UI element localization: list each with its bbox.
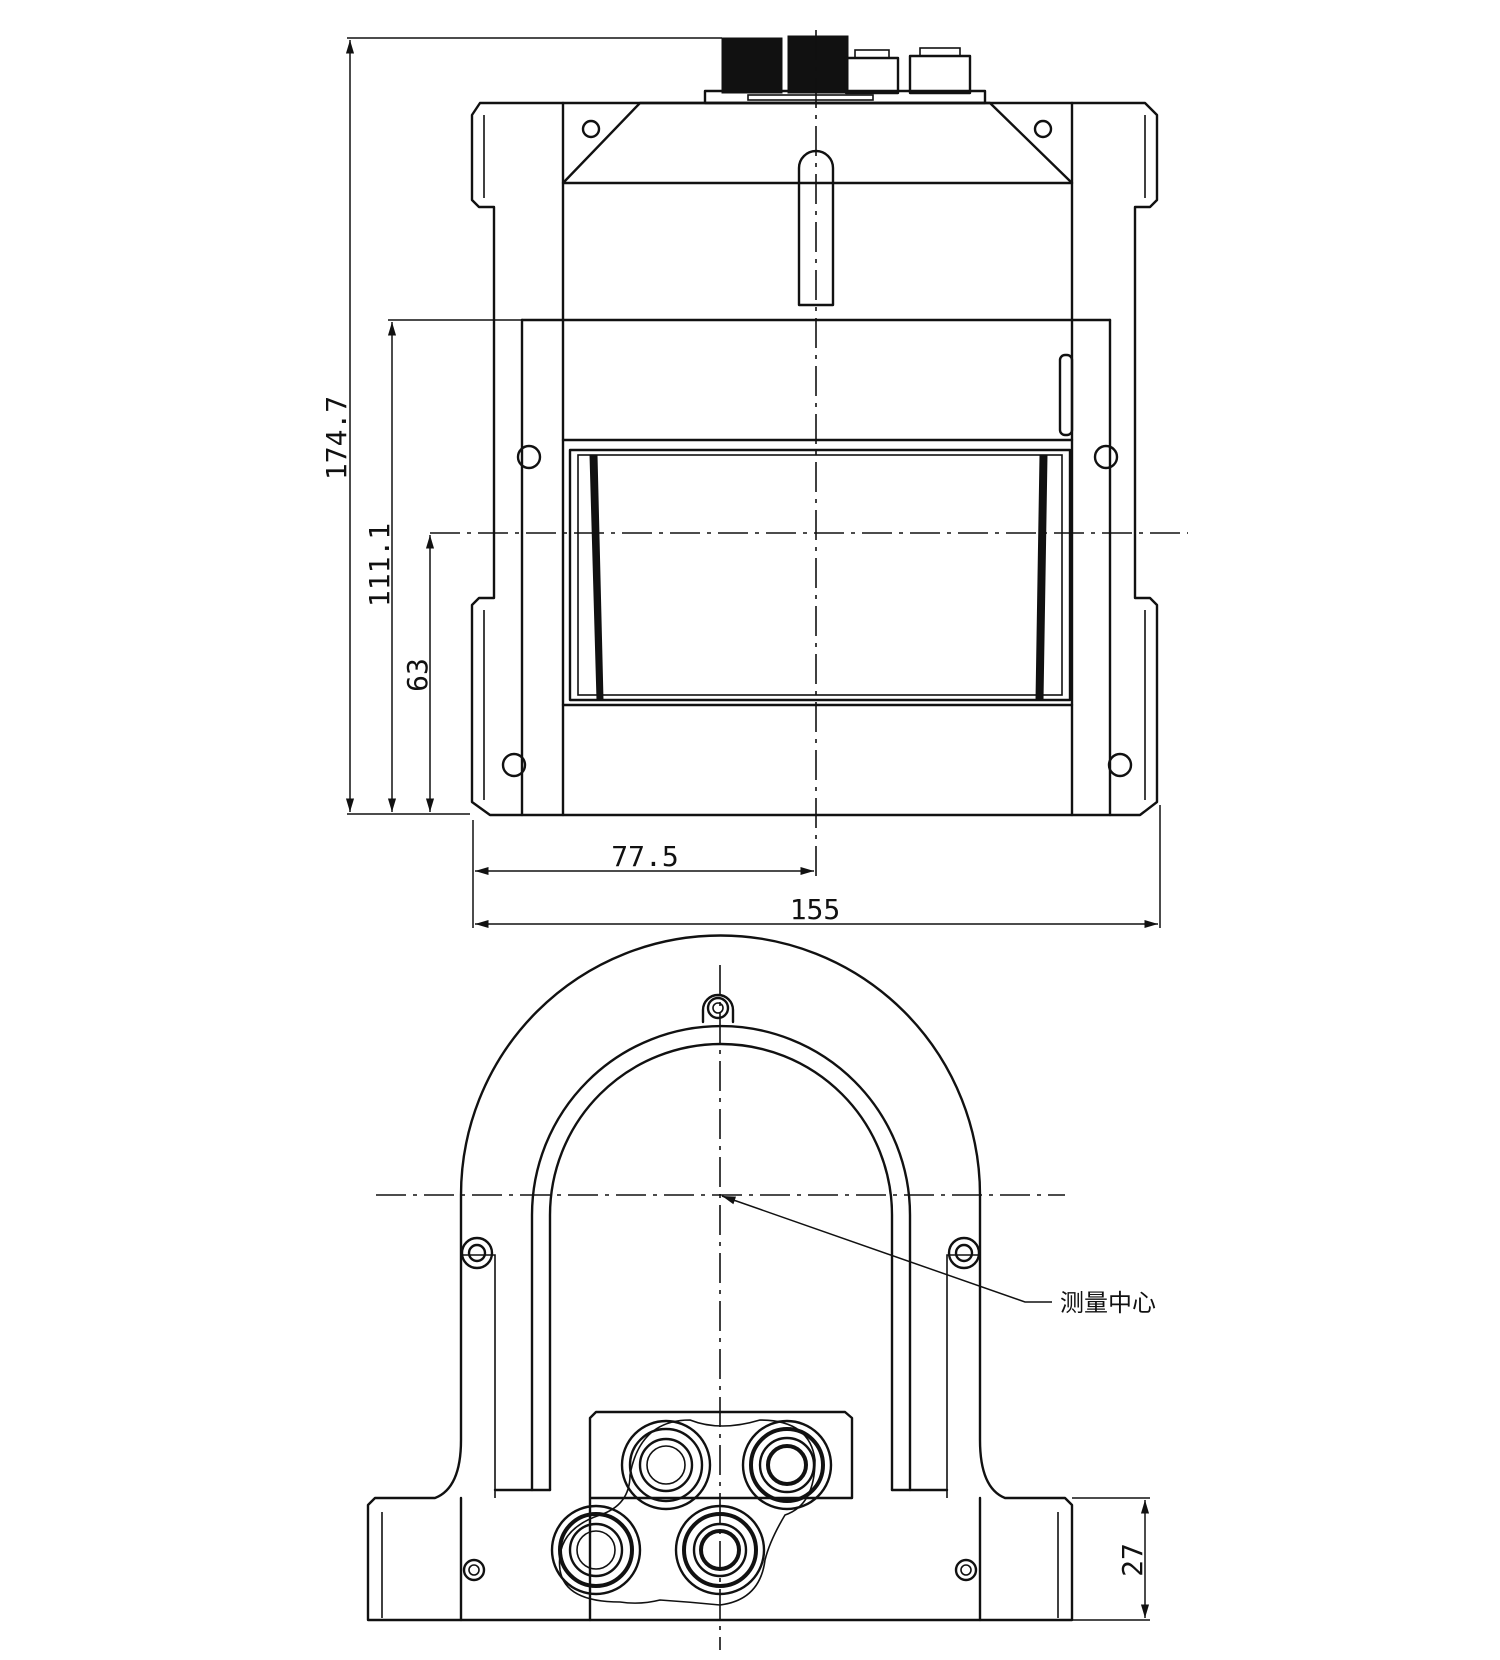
side-latch (1058, 353, 1074, 437)
upper-housing (561, 101, 1074, 185)
dim-text-overall-height: 174.7 (320, 396, 353, 480)
window-right-shade (1035, 454, 1048, 701)
dim-text-overall-width: 155 (790, 893, 841, 926)
vertical-slot (797, 149, 835, 307)
connector-4 (908, 54, 972, 95)
dim-text-base-height: 27 (1116, 1543, 1149, 1577)
measurement-center-label: 测量中心 (1060, 1289, 1156, 1317)
callout-leader (721, 1195, 1052, 1303)
mounting-hole (1033, 119, 1053, 139)
circular-connector (620, 1419, 712, 1511)
circular-connector (550, 1504, 642, 1596)
mounting-hole (501, 752, 527, 778)
dim-text-center-height: 63 (401, 658, 434, 692)
front-body-outline (470, 101, 1159, 817)
mounting-hole (516, 444, 542, 470)
connector-3-cap (854, 49, 890, 59)
left-boss-line (461, 1254, 496, 1498)
front-view (430, 30, 1188, 880)
connector-1 (721, 37, 783, 94)
scan-window-inner (577, 454, 1063, 696)
connector-base-slot (747, 94, 874, 101)
window-left-shade (589, 454, 604, 701)
right-boss-line (946, 1254, 980, 1498)
dim-text-half-width: 77.5 (611, 840, 678, 873)
connector-4-cap (919, 47, 961, 57)
inner-u-outer (530, 1024, 912, 1492)
front-dimensions: 174.7 111.1 63 77.5 155 (320, 37, 1161, 929)
mounting-hole (460, 1236, 494, 1270)
dim-text-height-lower: 111.1 (363, 523, 396, 607)
connector-3 (844, 56, 900, 95)
mounting-hole (1107, 752, 1133, 778)
top-dimensions: 27 (1072, 1497, 1150, 1621)
top-outer-outline (366, 934, 1074, 1622)
mounting-hole (701, 993, 735, 1024)
top-view: 测量中心 (366, 934, 1156, 1650)
circular-connector (741, 1419, 833, 1511)
inner-u-inner (548, 1042, 894, 1492)
mounting-hole (1093, 444, 1119, 470)
connector-lobe-outline (558, 1419, 816, 1606)
mounting-hole (954, 1558, 978, 1582)
mounting-hole (947, 1236, 981, 1270)
mounting-hole (462, 1558, 486, 1582)
connector-2 (787, 35, 849, 94)
mounting-hole (581, 119, 601, 139)
scan-window (568, 448, 1072, 702)
